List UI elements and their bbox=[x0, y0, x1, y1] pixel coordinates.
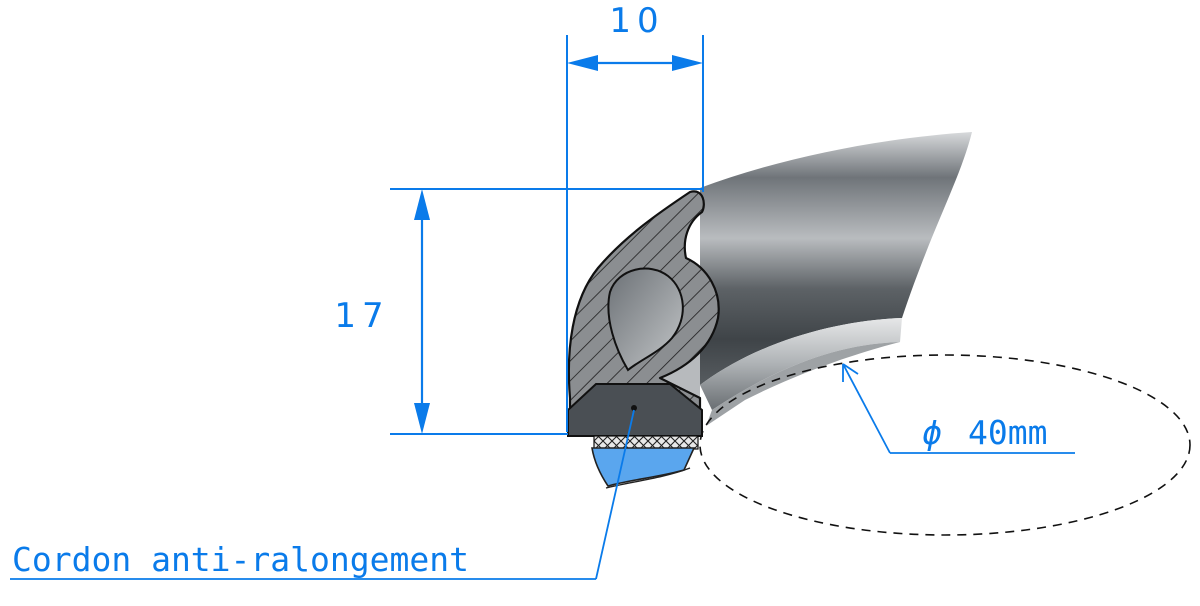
height-arrow-top bbox=[414, 189, 430, 220]
width-arrow-right bbox=[672, 55, 703, 71]
cord-leader bbox=[10, 409, 635, 580]
curvature-ellipse bbox=[699, 354, 1191, 536]
diameter-value: 40mm bbox=[968, 413, 1047, 452]
width-dimension-value: 10 bbox=[609, 1, 664, 41]
cord-label: Cordon anti-ralongement bbox=[12, 540, 469, 579]
width-arrow-left bbox=[567, 55, 598, 71]
width-dimension bbox=[566, 35, 704, 432]
height-arrow-bottom bbox=[414, 403, 430, 434]
height-dimension bbox=[390, 188, 703, 435]
seal-cross-section bbox=[567, 190, 720, 489]
diameter-leader bbox=[842, 363, 1075, 454]
knurled-strip bbox=[593, 435, 699, 450]
cord-dot bbox=[631, 405, 637, 411]
bulb-cavity bbox=[607, 267, 684, 372]
diameter-symbol: ϕ bbox=[922, 413, 942, 452]
height-dimension-value: 17 bbox=[334, 296, 389, 336]
